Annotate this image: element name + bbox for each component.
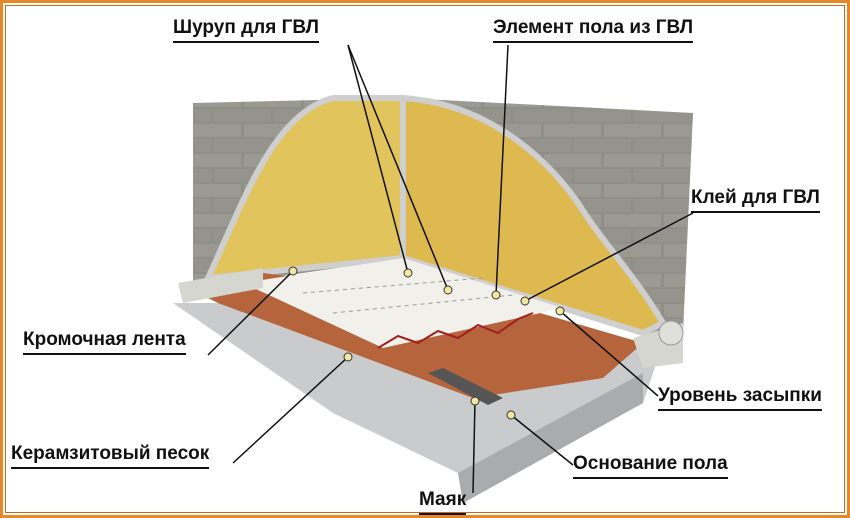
label-screw: Шуруп для ГВЛ (173, 17, 319, 43)
plaster-wall-right (400, 94, 668, 337)
edge-tape (178, 268, 263, 303)
label-clay-sand: Керамзитовый песок (11, 443, 210, 469)
leader-lines (207, 44, 694, 494)
glue-line (377, 312, 534, 349)
label-fill-level: Уровень засыпки (658, 385, 822, 411)
label-floor-element: Элемент пола из ГВЛ (493, 17, 694, 43)
gvl-floor-element (243, 258, 563, 348)
beacon-profile (428, 368, 503, 405)
label-beacon: Маяк (419, 489, 467, 515)
marker-dots (288, 266, 565, 420)
label-floor-base: Основание пола (573, 453, 728, 479)
floor-illustration (173, 44, 694, 503)
label-glue: Клей для ГВЛ (691, 187, 820, 213)
plaster-wall-left (203, 95, 406, 282)
label-edge-tape: Кромочная лента (23, 329, 186, 355)
